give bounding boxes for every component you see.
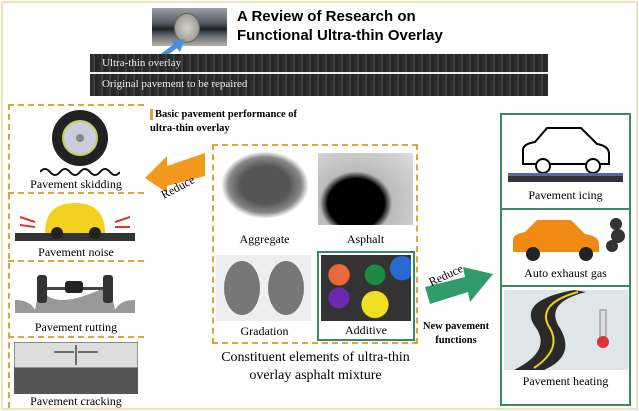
asphalt-label: Asphalt — [346, 232, 385, 246]
basic-performance-box — [8, 104, 144, 408]
gradation-label: Gradation — [240, 324, 289, 338]
green-arrow-icon — [425, 267, 493, 304]
tire-icon — [40, 110, 120, 176]
orange-arrow-icon — [145, 153, 205, 193]
divider — [8, 192, 144, 194]
constituent-caption: Constituent elements of ultra-thin overl… — [221, 350, 410, 383]
car-icing-icon — [508, 127, 623, 182]
overlay-coin-photo — [152, 8, 227, 46]
constituent-elements-box — [212, 144, 418, 344]
basic-performance-heading: Basic pavement performance of ultra-thin… — [150, 108, 300, 136]
additive-image — [321, 255, 411, 321]
pavement-rutting-label: Pavement rutting — [34, 320, 118, 334]
heating-road-icon — [504, 290, 628, 370]
aggregate-label: Aggregate — [239, 232, 290, 246]
gradation-image — [216, 255, 311, 321]
additive-label: Additive — [345, 323, 387, 337]
pavement-heating-label: Pavement heating — [522, 374, 609, 388]
pavement-cracking-label: Pavement cracking — [30, 394, 122, 408]
title-line-2: Functional Ultra-thin Overlay — [237, 27, 443, 44]
pavement-skidding-label: Pavement skidding — [30, 177, 122, 191]
sample-right — [268, 261, 304, 315]
new-functions-heading: New pavement functions — [422, 321, 490, 346]
divider — [8, 336, 144, 338]
exhaust-car-icon — [513, 218, 625, 261]
pavement-layers-image: Ultra-thin overlay Original pavement to … — [90, 54, 548, 96]
divider — [8, 260, 144, 262]
new-functions-box — [500, 113, 631, 406]
pavement-noise-label: Pavement noise — [38, 245, 114, 259]
additive-box: Additive — [317, 251, 415, 341]
original-pavement-label: Original pavement to be repaired — [102, 78, 248, 90]
heading-text: Basic pavement performance of ultra-thin… — [150, 109, 298, 134]
asphalt-image — [318, 153, 413, 225]
sample-left — [224, 261, 260, 315]
title-line-1: A Review of Research on — [237, 8, 416, 25]
rutting-icon — [15, 275, 135, 313]
car-noise-icon — [15, 203, 135, 241]
layer-divider — [90, 72, 548, 74]
ultra-thin-overlay-label: Ultra-thin overlay — [102, 57, 182, 69]
divider — [502, 208, 629, 210]
auto-exhaust-label: Auto exhaust gas — [524, 266, 607, 280]
divider — [502, 285, 629, 287]
aggregate-image — [222, 152, 308, 218]
cracking-icon — [14, 342, 138, 394]
coin-icon — [174, 13, 200, 43]
pavement-icing-label: Pavement icing — [528, 188, 603, 202]
page-title: A Review of Research on Functional Ultra-… — [237, 7, 443, 45]
